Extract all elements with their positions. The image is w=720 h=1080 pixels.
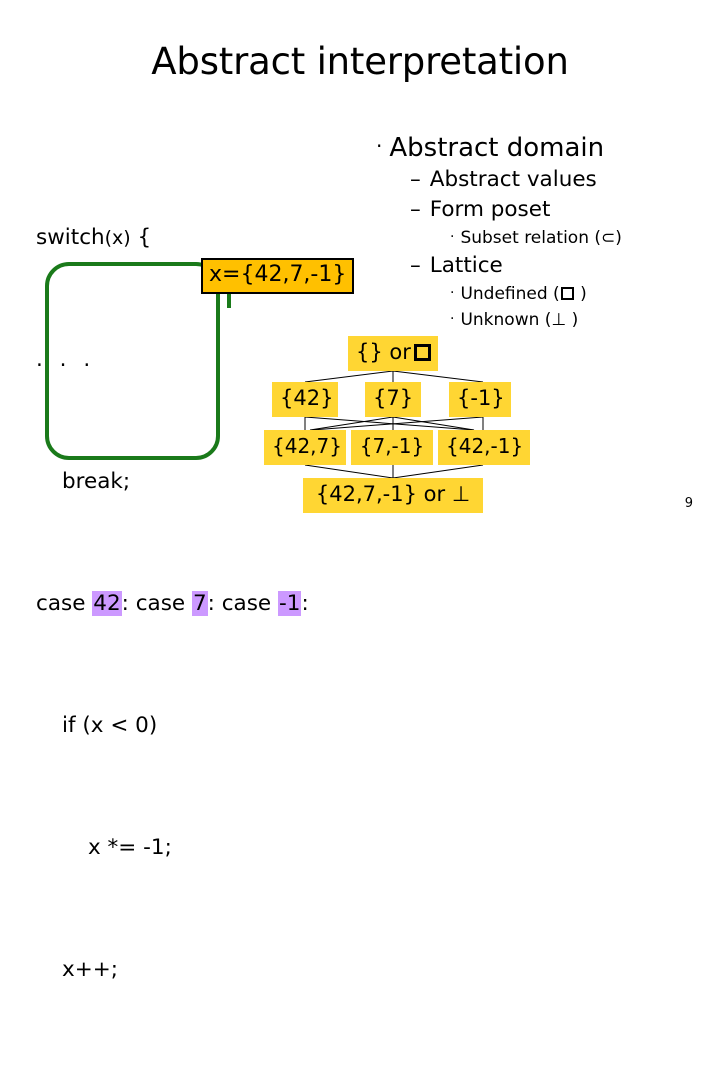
code-token-mul: x *= -1; bbox=[88, 835, 172, 860]
lattice-node-neg1: {-1} bbox=[449, 382, 511, 417]
lattice-node-bottom: {42,7,-1} or ⊥ bbox=[303, 478, 483, 513]
lattice-node-top: {} or bbox=[348, 336, 438, 371]
code-token-case-sep-2: : case bbox=[208, 591, 278, 616]
code-token-case: case bbox=[36, 591, 92, 616]
code-line-if-eq: if (x == 0) bbox=[36, 1077, 366, 1080]
missing-glyph-box-icon bbox=[414, 344, 431, 361]
lattice-node-7: {7} bbox=[365, 382, 421, 417]
case-value-7: 7 bbox=[192, 591, 208, 616]
code-token-if-eq: if (x == 0) bbox=[62, 1079, 175, 1080]
lattice-node-top-label: {} or bbox=[356, 340, 411, 364]
code-line-if-lt: if (x < 0) bbox=[36, 711, 366, 742]
case-value-42: 42 bbox=[92, 591, 121, 616]
lattice-node-42: {42} bbox=[272, 382, 338, 417]
code-line-mul: x *= -1; bbox=[36, 833, 366, 864]
case-value-neg1: -1 bbox=[278, 591, 301, 616]
lattice-diagram: {} or {42} {7} {-1} {42,7} {7,-1} {42,-1… bbox=[0, 0, 720, 540]
lattice-node-7-neg1: {7,-1} bbox=[351, 430, 433, 465]
code-token-inc: x++; bbox=[62, 957, 118, 982]
code-token-case-end: : bbox=[301, 591, 308, 616]
code-line-cases: case 42: case 7: case -1: bbox=[36, 589, 366, 620]
lattice-node-42-7: {42,7} bbox=[264, 430, 346, 465]
code-token-case-sep-1: : case bbox=[122, 591, 192, 616]
code-token-if-lt: if (x < 0) bbox=[62, 713, 157, 738]
page-number: 9 bbox=[685, 496, 693, 511]
code-line-inc: x++; bbox=[36, 955, 366, 986]
lattice-node-42-neg1: {42,-1} bbox=[438, 430, 530, 465]
